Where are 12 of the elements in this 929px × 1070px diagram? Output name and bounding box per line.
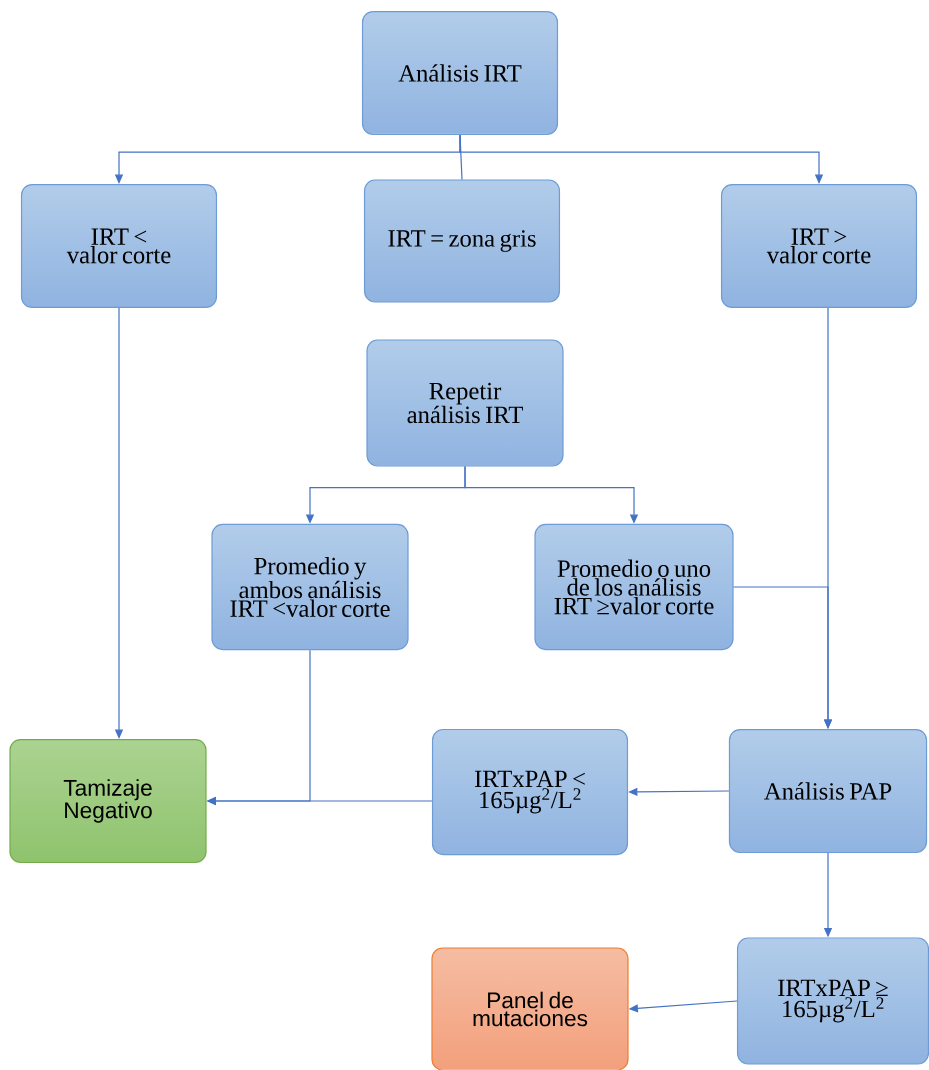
process-box: Análisis IRT	[361, 10, 559, 136]
process-box: IRTxPAP ≥ 165µg$^{2}$/L$^{2}$	[736, 937, 929, 1065]
process-box: Promedio y ambos análisis IRT <valor corte	[211, 523, 409, 651]
process-box: IRT < valor corte	[20, 183, 218, 309]
process-box: Panel de mutaciones	[431, 947, 629, 1070]
process-box: Promedio o uno de los análisis IRT ≥valor corte	[534, 523, 734, 651]
process-box: Repetir análisis IRT	[366, 339, 564, 467]
process-box: Análisis PAP	[728, 728, 928, 854]
process-box: Tamizaje Negativo	[9, 738, 207, 864]
process-box: IRT = zona gris	[363, 179, 561, 303]
process-box: IRTxPAP < 165µg$^{2}$/L$^{2}$	[431, 728, 629, 856]
process-box: IRT > valor corte	[720, 183, 918, 309]
